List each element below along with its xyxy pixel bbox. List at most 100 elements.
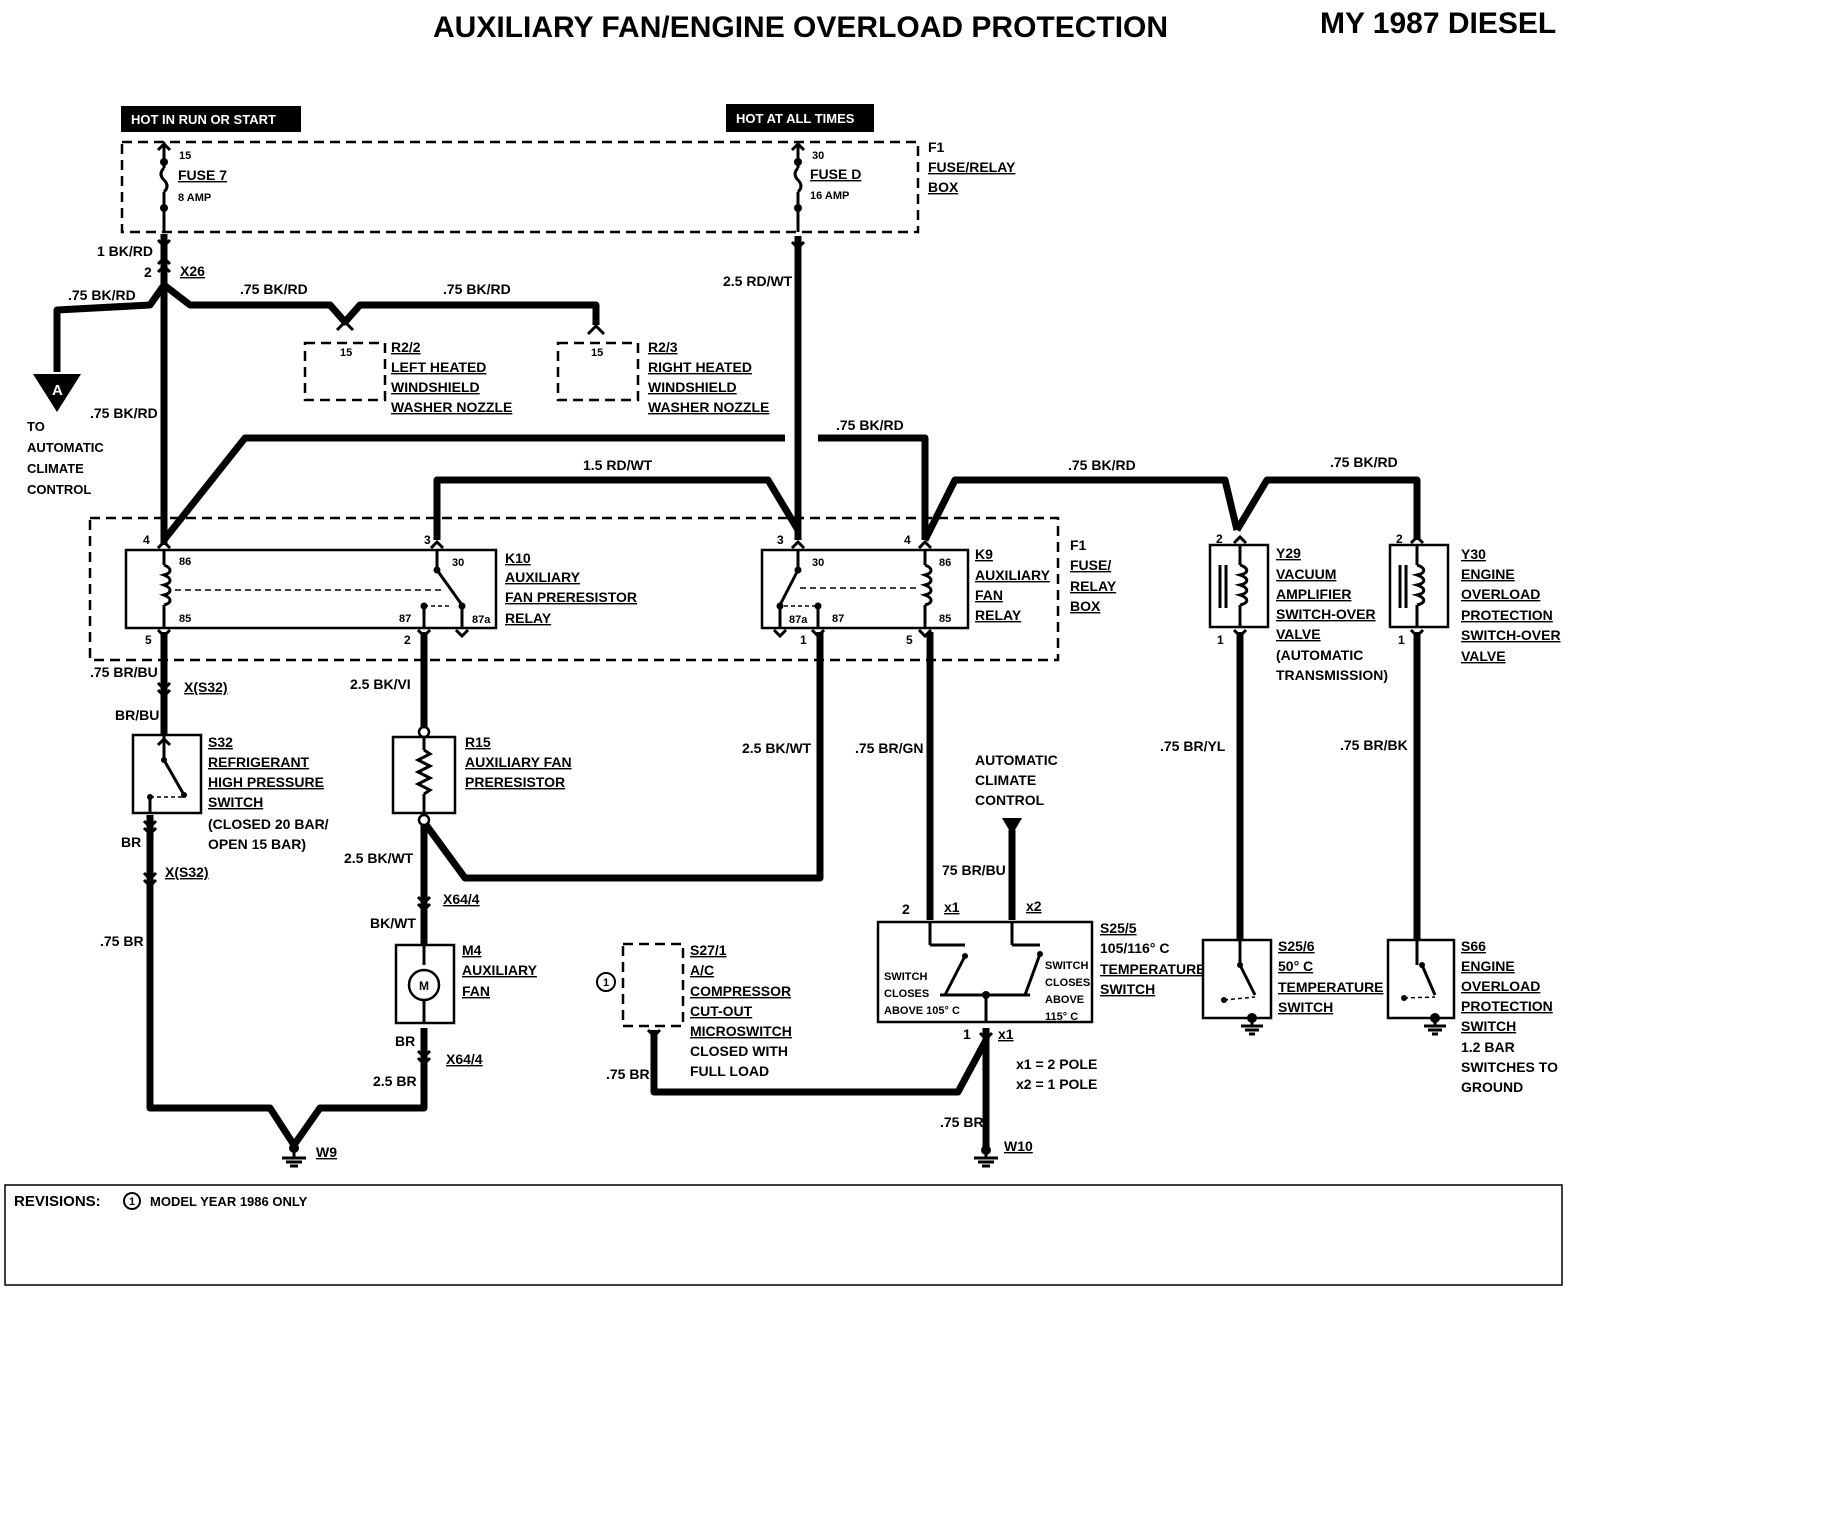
m4-fan-motor: M — [394, 943, 456, 1025]
x26-label: X26 — [180, 263, 205, 279]
s255-key1: x1 = 2 POLE — [1016, 1056, 1097, 1072]
wire-1bkrd: 1 BK/RD — [97, 243, 153, 259]
m4-l2: FAN — [462, 983, 490, 999]
fuse-box-line1: FUSE/RELAY — [928, 159, 1016, 175]
svg-text:A: A — [52, 382, 63, 399]
k10-relay — [124, 539, 498, 639]
k9-l2: FAN — [975, 587, 1003, 603]
r15-resistor — [391, 725, 457, 827]
s255-left2: CLOSES — [884, 988, 929, 1000]
y30-l2: OVERLOAD — [1461, 586, 1540, 602]
r15-l1: AUXILIARY FAN — [465, 754, 572, 770]
fuse-d-name: FUSE D — [810, 166, 861, 182]
r23-pin: 15 — [591, 347, 603, 359]
y30-l1: ENGINE — [1461, 566, 1515, 582]
y30-pin1: 1 — [1398, 633, 1405, 647]
wire-bkwt: BK/WT — [370, 915, 416, 931]
hot-run-label: HOT IN RUN OR START — [121, 106, 301, 132]
y29-id: Y29 — [1276, 545, 1301, 561]
wire-brbu: BR/BU — [115, 707, 159, 723]
wire-75bkrd-f: .75 BK/RD — [1068, 457, 1136, 473]
wire-br-m4: BR — [395, 1033, 415, 1049]
y30-l3: PROTECTION — [1461, 607, 1553, 623]
r23-l3: WASHER NOZZLE — [648, 399, 769, 415]
relay-box-l2: RELAY — [1070, 578, 1117, 594]
s255-x1-top: x1 — [944, 899, 960, 915]
wire-75brgn: .75 BR/GN — [855, 740, 923, 756]
s255-temp-switch — [876, 920, 1094, 1024]
s255-id: S25/5 — [1100, 920, 1137, 936]
s255-pin2: 2 — [902, 901, 910, 917]
y29-l3: SWITCH-OVER — [1276, 606, 1376, 622]
s255-left1: SWITCH — [884, 971, 927, 983]
to-climate-l2: AUTOMATIC — [27, 440, 104, 455]
k10-t30: 30 — [452, 557, 464, 569]
ac-climate-l2: CLIMATE — [975, 772, 1036, 788]
s271-id: S27/1 — [690, 942, 727, 958]
x644-label-a: X64/4 — [443, 891, 480, 907]
wire-75brbu-ac: 75 BR/BU — [942, 862, 1006, 878]
s32-l2: HIGH PRESSURE — [208, 774, 324, 790]
s255-l2: TEMPERATURE — [1100, 961, 1206, 977]
s271-l2: COMPRESSOR — [690, 983, 791, 999]
motor-symbol: M — [419, 979, 429, 993]
wire-75bryl: .75 BR/YL — [1160, 738, 1226, 754]
s32-l1: REFRIGERANT — [208, 754, 310, 770]
svg-text:HOT AT ALL TIMES: HOT AT ALL TIMES — [736, 111, 855, 126]
s256-temp-switch — [1201, 938, 1273, 1036]
fuse-7-name: FUSE 7 — [178, 167, 227, 183]
s256-l3: SWITCH — [1278, 999, 1333, 1015]
ac-climate-l1: AUTOMATIC — [975, 752, 1058, 768]
r22-l2: WINDSHIELD — [391, 379, 480, 395]
wire-25bkwt-b: 2.5 BK/WT — [344, 850, 414, 866]
y29-l1: VACUUM — [1276, 566, 1336, 582]
s255-right2: CLOSES — [1045, 977, 1090, 989]
s271-l5: CLOSED WITH — [690, 1043, 788, 1059]
wire-25bkwt-a: 2.5 BK/WT — [742, 740, 812, 756]
fuse-7-rating: 8 AMP — [178, 192, 211, 204]
hot-always-label: HOT AT ALL TIMES — [726, 104, 874, 132]
y30-l4: SWITCH-OVER — [1461, 627, 1561, 643]
wire-75bkrd-e: .75 BK/RD — [836, 417, 904, 433]
k9-id: K9 — [975, 546, 993, 562]
revisions-box — [4, 1184, 1563, 1286]
r23-l2: WINDSHIELD — [648, 379, 737, 395]
revisions-note-marker: 1 — [123, 1192, 141, 1210]
y30-l5: VALVE — [1461, 648, 1506, 664]
s255-pin1: 1 — [963, 1026, 971, 1042]
fuse-box-line2: BOX — [928, 179, 959, 195]
s66-l6: SWITCHES TO — [1461, 1059, 1558, 1075]
s32-l4: (CLOSED 20 BAR/ — [208, 816, 329, 832]
y30-valve — [1388, 534, 1450, 639]
svg-text:1: 1 — [603, 977, 609, 989]
s66-pressure-switch — [1386, 938, 1456, 1036]
relay-box-l3: BOX — [1070, 598, 1101, 614]
xs32-label-b: X(S32) — [165, 864, 209, 880]
wire-75brbk: .75 BR/BK — [1340, 737, 1408, 753]
r15-l2: PRERESISTOR — [465, 774, 565, 790]
wire-25rdwt: 2.5 RD/WT — [723, 273, 793, 289]
diagram-title: AUXILIARY FAN/ENGINE OVERLOAD PROTECTION — [433, 11, 1168, 44]
r22-id: R2/2 — [391, 339, 421, 355]
m4-l1: AUXILIARY — [462, 962, 538, 978]
r23-l1: RIGHT HEATED — [648, 359, 752, 375]
y29-l4: VALVE — [1276, 626, 1321, 642]
s255-right1: SWITCH — [1045, 960, 1088, 972]
s66-l5: 1.2 BAR — [1461, 1039, 1515, 1055]
y30-pin2: 2 — [1396, 532, 1403, 546]
s66-l3: PROTECTION — [1461, 998, 1553, 1014]
fuse-d — [790, 141, 806, 232]
wire-75bkrd-b: .75 BK/RD — [240, 281, 308, 297]
k9-pin3: 3 — [777, 533, 784, 547]
w10-label: W10 — [1004, 1138, 1033, 1154]
k9-pin5: 5 — [906, 633, 913, 647]
k9-pin1: 1 — [800, 633, 807, 647]
r15-id: R15 — [465, 734, 491, 750]
fuse-d-pin: 30 — [812, 150, 824, 162]
fuse-d-rating: 16 AMP — [810, 190, 849, 202]
ground-w10-icon — [974, 1145, 998, 1168]
s271-l6: FULL LOAD — [690, 1063, 769, 1079]
revisions-label: REVISIONS: — [14, 1193, 101, 1210]
r22-l1: LEFT HEATED — [391, 359, 486, 375]
s255-right4: 115° C — [1045, 1011, 1078, 1023]
